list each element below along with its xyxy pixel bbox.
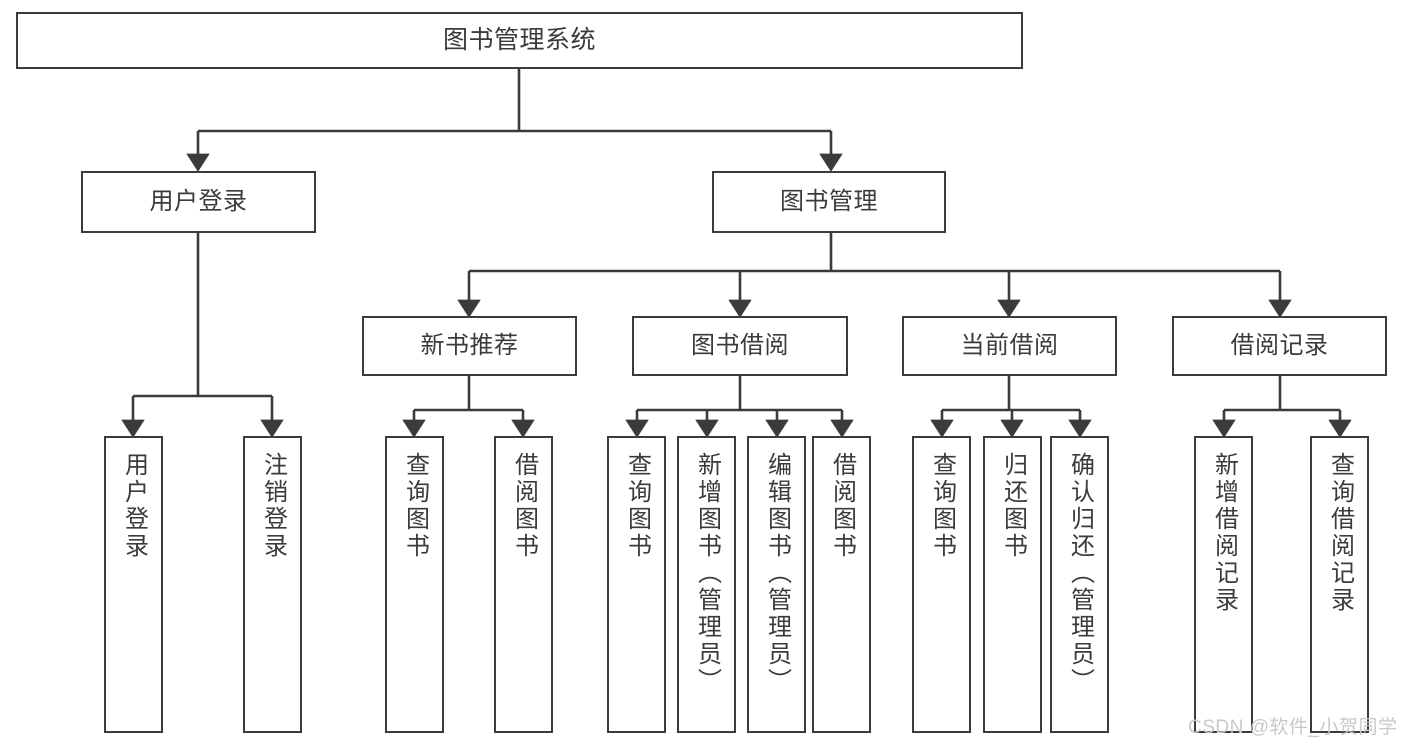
- node-label: 注销登录: [259, 452, 287, 560]
- node-leaf-borrow-book-2[interactable]: 借阅图书: [812, 436, 871, 733]
- node-root-book-management-system[interactable]: 图书管理系统: [16, 12, 1023, 69]
- node-leaf-logout-login[interactable]: 注销登录: [243, 436, 302, 733]
- node-label: 归还图书: [999, 452, 1027, 560]
- node-leaf-return-book[interactable]: 归还图书: [983, 436, 1042, 733]
- node-label: 新书推荐: [420, 332, 519, 360]
- node-label: 查询借阅记录: [1326, 452, 1354, 614]
- node-label: 用户登录: [120, 452, 148, 560]
- node-book-management[interactable]: 图书管理: [712, 171, 946, 233]
- node-label: 查询图书: [401, 452, 429, 560]
- node-label: 新增借阅记录: [1210, 452, 1238, 614]
- node-leaf-query-borrow-record[interactable]: 查询借阅记录: [1310, 436, 1369, 733]
- node-label: 当前借阅: [960, 332, 1059, 360]
- node-label: 查询图书: [623, 452, 651, 560]
- node-current-borrow[interactable]: 当前借阅: [902, 316, 1117, 376]
- node-label: 借阅图书: [828, 452, 856, 560]
- node-leaf-query-book-1[interactable]: 查询图书: [385, 436, 444, 733]
- node-label: 查询图书: [928, 452, 956, 560]
- node-leaf-add-book-admin[interactable]: 新增图书（管理员）: [677, 436, 736, 733]
- node-leaf-confirm-return-admin[interactable]: 确认归还（管理员）: [1050, 436, 1109, 733]
- node-borrow-record[interactable]: 借阅记录: [1172, 316, 1387, 376]
- node-user-login[interactable]: 用户登录: [81, 171, 316, 233]
- node-leaf-edit-book-admin[interactable]: 编辑图书（管理员）: [747, 436, 806, 733]
- node-new-book-recommend[interactable]: 新书推荐: [362, 316, 577, 376]
- node-label: 借阅记录: [1230, 332, 1329, 360]
- node-label: 图书借阅: [691, 332, 789, 360]
- node-label: 用户登录: [149, 188, 248, 216]
- node-leaf-query-book-3[interactable]: 查询图书: [912, 436, 971, 733]
- node-label: 确认归还（管理员）: [1066, 452, 1094, 695]
- node-leaf-add-borrow-record[interactable]: 新增借阅记录: [1194, 436, 1253, 733]
- node-label: 新增图书（管理员）: [693, 452, 721, 695]
- node-leaf-user-login[interactable]: 用户登录: [104, 436, 163, 733]
- node-label: 图书管理: [780, 188, 878, 216]
- node-leaf-borrow-book-1[interactable]: 借阅图书: [494, 436, 553, 733]
- node-leaf-query-book-2[interactable]: 查询图书: [607, 436, 666, 733]
- node-label: 图书管理系统: [442, 26, 596, 55]
- node-label: 借阅图书: [510, 452, 538, 560]
- node-label: 编辑图书（管理员）: [763, 452, 791, 695]
- node-book-borrow[interactable]: 图书借阅: [632, 316, 848, 376]
